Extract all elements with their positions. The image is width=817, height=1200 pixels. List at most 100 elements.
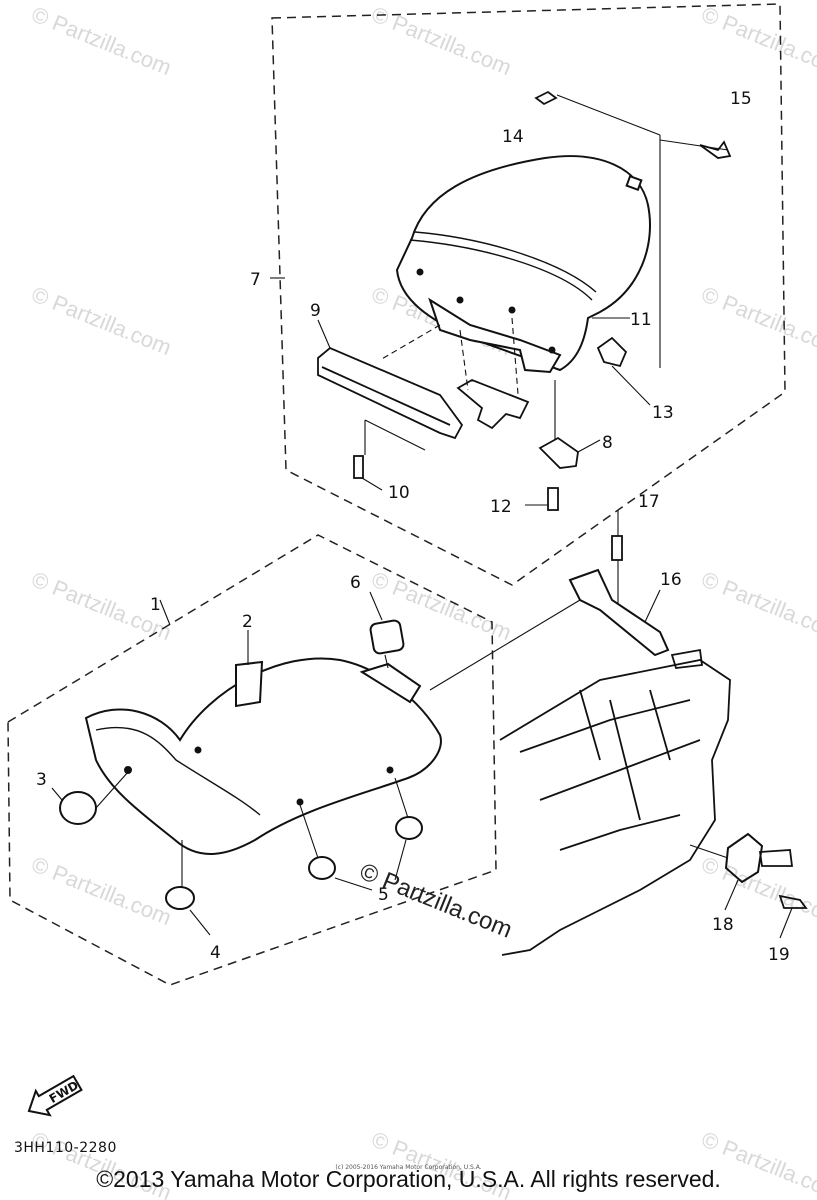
damper-part-5: [395, 816, 423, 840]
frame-outline: [499, 659, 731, 956]
rear-seat-assembly: [395, 155, 651, 374]
leader-line: [379, 324, 441, 361]
mount-hole: [456, 296, 464, 304]
watermark: © Partzilla.com: [698, 281, 817, 360]
frame-inner: [579, 689, 671, 821]
leader-line: [556, 94, 661, 136]
leader-line: [369, 591, 383, 621]
callout-5: 5: [378, 885, 389, 905]
callout-6: 6: [350, 573, 361, 593]
callout-10: 10: [388, 483, 410, 503]
clip-part-13: [596, 336, 628, 368]
leader-line: [659, 139, 729, 151]
leader-line: [394, 777, 409, 819]
callout-4: 4: [210, 943, 221, 963]
leader-line: [459, 329, 469, 391]
leader-line: [644, 589, 661, 623]
drawing-code: 3HH110-2280: [14, 1140, 117, 1156]
leader-line: [95, 771, 129, 809]
leader-line: [51, 787, 63, 801]
callout-13: 13: [652, 403, 674, 423]
mount-hole: [296, 798, 304, 806]
leader-line: [689, 844, 729, 859]
callout-2: 2: [242, 612, 253, 632]
pin-part-14: [534, 90, 558, 106]
callout-11: 11: [630, 310, 652, 330]
leader-line: [334, 877, 373, 891]
leader-line: [511, 317, 519, 395]
leader-line: [361, 477, 383, 491]
leader-line: [317, 319, 331, 349]
leader-line: [577, 439, 601, 453]
seat-lock-part-18: [724, 832, 764, 884]
leader-lines: [51, 94, 793, 939]
bracket-part-8: [538, 436, 579, 469]
strap-part-2: [235, 660, 264, 708]
watermark: © Partzilla.com: [698, 566, 817, 645]
leader-line: [779, 907, 793, 939]
bolt-part-10: [353, 455, 364, 479]
fwd-arrow: FWD: [27, 1074, 83, 1117]
rear-seat-parts: [317, 90, 732, 511]
front-seat-group-outline: [7, 534, 497, 986]
callout-17: 17: [638, 492, 660, 512]
mount-hole: [508, 306, 516, 314]
callouts: 1 2 3 4 5 6 7 8 9 10 11 12 13 14 15 16 1…: [36, 89, 790, 965]
callout-15: 15: [730, 89, 752, 109]
lock-rod-part-16: [568, 568, 670, 657]
grommet-part-6: [369, 619, 405, 655]
plate-part: [456, 379, 530, 430]
watermark: © Partzilla.com: [698, 1, 817, 80]
callout-7: 7: [250, 270, 261, 290]
mount-hole: [416, 268, 424, 276]
seat-bracket: [359, 662, 422, 704]
leader-line: [364, 419, 426, 451]
mount-hole: [124, 766, 132, 774]
callout-16: 16: [660, 570, 682, 590]
frame-rail: [519, 699, 701, 851]
rear-seat-tab: [625, 174, 643, 192]
mount-hole: [386, 766, 394, 774]
callout-3: 3: [36, 770, 47, 790]
callout-14: 14: [502, 127, 524, 147]
watermark: © Partzilla.com: [28, 281, 175, 360]
mount-hole: [548, 346, 556, 354]
damper-part-5: [308, 856, 336, 880]
lock-key: [758, 849, 794, 867]
damper-part-4: [165, 886, 195, 910]
callout-19: 19: [768, 945, 790, 965]
watermark-layer: © Partzilla.com © Partzilla.com © Partzi…: [28, 1, 817, 1200]
watermark: © Partzilla.com: [28, 1, 175, 80]
watermark: © Partzilla.com: [28, 851, 175, 930]
leader-line: [394, 839, 407, 881]
leader-line: [189, 909, 211, 936]
front-seat-assembly: [59, 619, 442, 910]
callout-12: 12: [490, 497, 512, 517]
leader-line: [299, 804, 319, 859]
front-seat-cushion: [84, 657, 442, 855]
leader-line: [159, 599, 171, 626]
screw-part-19: [778, 894, 808, 909]
callout-9: 9: [310, 301, 321, 321]
rear-seat-trim-line: [409, 231, 597, 301]
frame-assembly: [499, 535, 808, 956]
damper-part-3: [59, 791, 97, 825]
rear-seat-base: [428, 297, 562, 374]
bolt-part-12: [547, 487, 559, 511]
front-seat-trim: [95, 726, 261, 816]
callout-8: 8: [602, 433, 613, 453]
fwd-arrow-shape: [27, 1074, 83, 1117]
mount-hole: [194, 746, 202, 754]
screw-part-15: [699, 140, 732, 159]
bracket-9-edge: [321, 366, 451, 426]
rear-seat-group-outline: [271, 3, 786, 586]
bolt-part-17: [611, 535, 623, 561]
leader-line: [724, 879, 739, 911]
callout-18: 18: [712, 915, 734, 935]
leader-line: [429, 599, 581, 691]
copyright-notice: ©2013 Yamaha Motor Corporation, U.S.A. A…: [96, 1166, 721, 1192]
leader-line: [384, 654, 389, 669]
leader-line: [611, 365, 651, 406]
bracket-part-9: [317, 346, 464, 440]
